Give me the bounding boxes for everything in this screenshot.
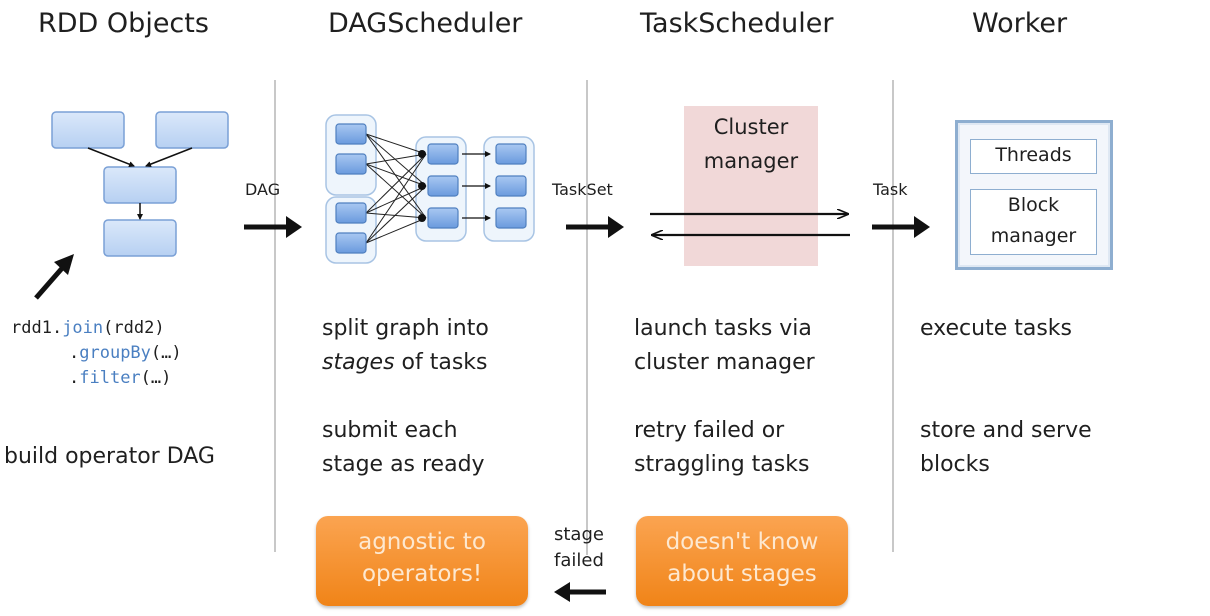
worker-description-2: store and serve blocks	[920, 418, 1092, 477]
divider-3	[892, 80, 894, 552]
rdd-description: build operator DAG	[4, 444, 215, 469]
agnostic-callout: agnostic to operators!	[316, 516, 528, 606]
divider-1	[274, 80, 276, 552]
doesnt-know-callout: doesn't know about stages	[636, 516, 848, 606]
worker-box: Threads Block manager	[955, 120, 1113, 270]
column-title-dagscheduler: DAGScheduler	[328, 8, 523, 39]
dag-description-2: submit each stage as ready	[322, 418, 485, 477]
task-arrow-label: Task	[873, 180, 908, 199]
dag-arrow	[244, 216, 302, 238]
stage-failed-arrow	[554, 582, 606, 602]
cluster-manager-box: Cluster manager	[684, 106, 818, 266]
code-line-1: rdd1.join(rdd2)	[11, 318, 165, 338]
rdd-code-block: rdd1.join(rdd2) .groupBy(…) .filter(…)	[11, 316, 182, 391]
dag-stage-graph	[325, 114, 535, 264]
pointer-arrow	[34, 254, 74, 300]
column-title-worker: Worker	[972, 8, 1068, 39]
task-description-2: retry failed or straggling tasks	[634, 418, 810, 477]
code-line-2: .groupBy(…)	[69, 343, 182, 363]
cluster-manager-line1: Cluster	[713, 115, 789, 139]
block-manager-line2: manager	[990, 225, 1077, 247]
rdd-node-bottom	[103, 219, 177, 257]
dag-arrow-label: DAG	[245, 180, 281, 199]
task-description-1: launch tasks via cluster manager	[634, 316, 815, 375]
divider-2	[586, 80, 588, 555]
task-arrow	[872, 216, 930, 238]
column-title-taskscheduler: TaskScheduler	[640, 8, 834, 39]
block-manager-line1: Block	[1007, 194, 1060, 216]
rdd-dag-graph	[51, 111, 229, 257]
dag-description-1: split graph into stages of tasks	[322, 316, 489, 375]
code-line-3: .filter(…)	[69, 368, 172, 388]
stage-failed-label: stage failed	[554, 524, 604, 571]
cluster-manager-line2: manager	[703, 149, 799, 173]
column-title-rdd-objects: RDD Objects	[38, 8, 209, 39]
block-manager-box: Block manager	[970, 189, 1097, 255]
threads-box: Threads	[970, 139, 1097, 174]
taskset-arrow-label: TaskSet	[552, 180, 613, 199]
taskset-arrow	[566, 216, 624, 238]
worker-description-1: execute tasks	[920, 316, 1072, 341]
